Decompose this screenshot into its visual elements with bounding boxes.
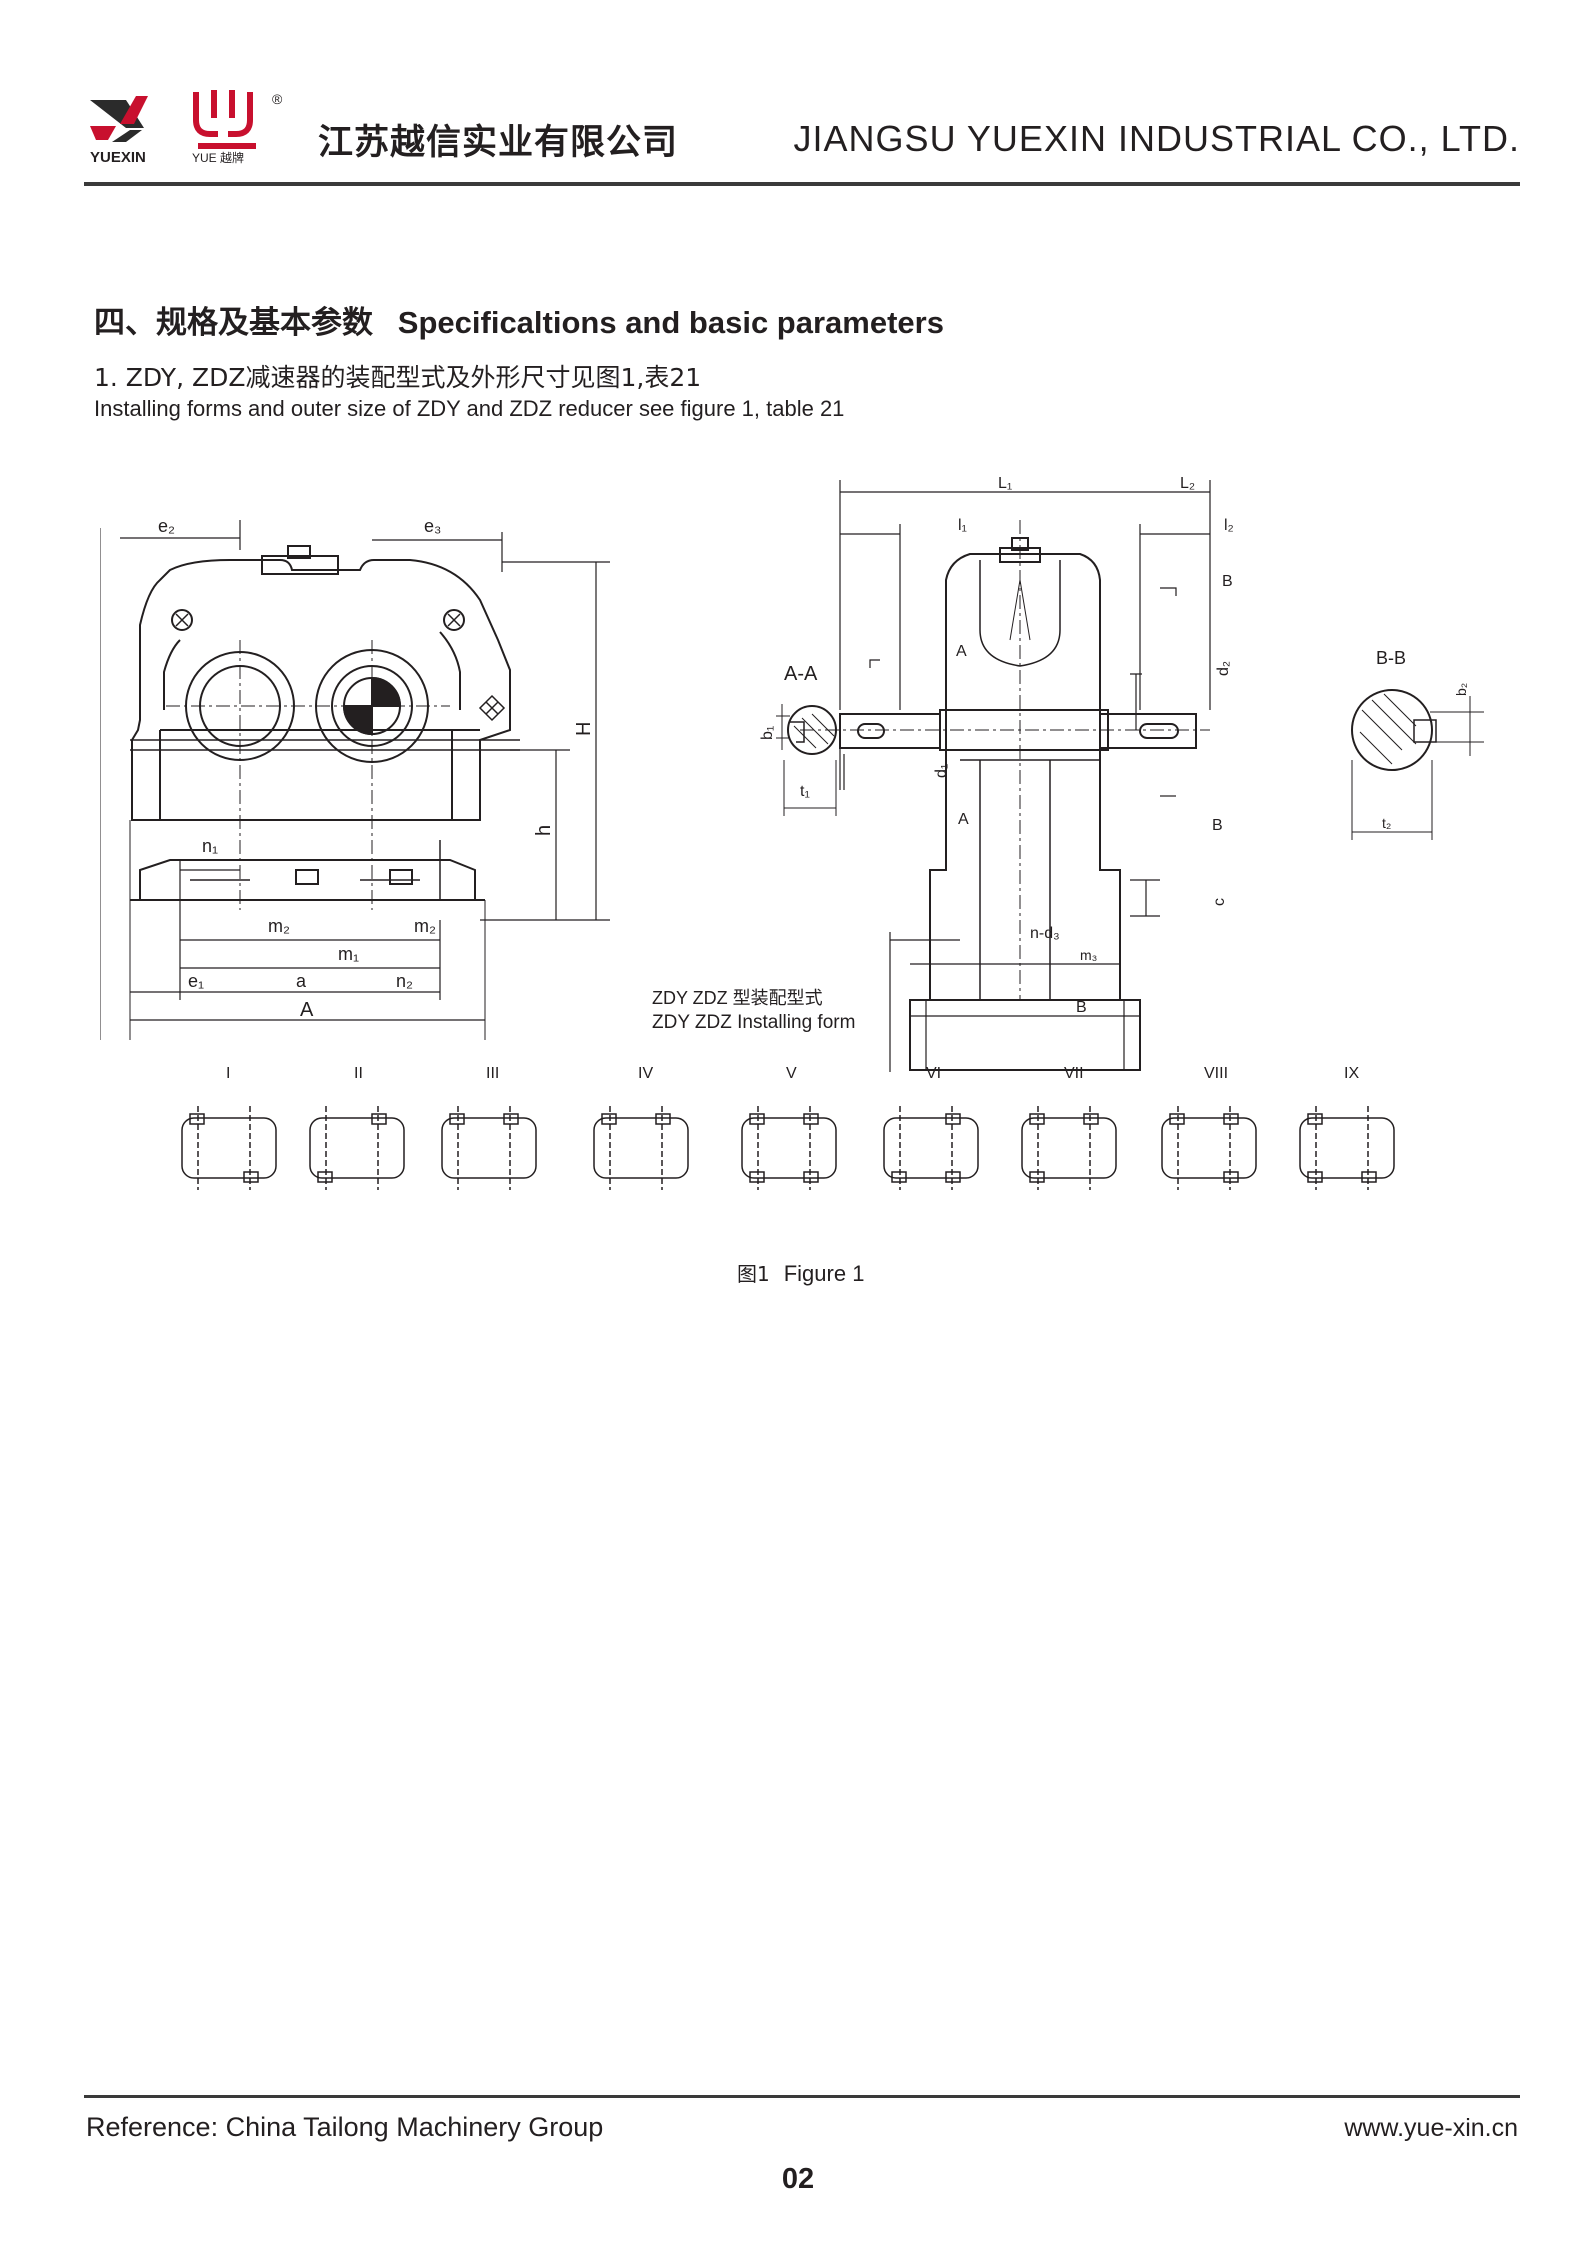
front-view-drawing: e₂ e₃ H h n₁ m₂ m₂ m₁ e₁ a n₂ A	[99, 516, 610, 1040]
yuexin-mark-icon	[90, 96, 148, 142]
label-d2: d₂	[1215, 661, 1232, 676]
svg-text:®: ®	[272, 91, 283, 107]
label-m1: m₁	[338, 944, 359, 964]
section-aa-title: A-A	[784, 663, 818, 685]
logo-text: YUEXIN	[90, 149, 146, 166]
label-c: c	[1211, 898, 1228, 906]
section-bb-title: B-B	[1376, 648, 1406, 668]
footer-reference: Reference: China Tailong Machinery Group	[86, 2112, 604, 2142]
label-m2-right: m₂	[414, 916, 436, 936]
installing-forms-row: I II III IV V	[181, 1065, 1395, 1190]
logo-sub: YUE 越牌	[192, 151, 244, 165]
subheading-cn: 1. ZDY, ZDZ减速器的装配型式及外形尺寸见图1,表21	[94, 363, 702, 392]
form-IX: IX	[1299, 1065, 1395, 1190]
footer-website[interactable]: www.yue-xin.cn	[1344, 2114, 1518, 2142]
label-h: h	[533, 825, 555, 836]
form-V-label: V	[786, 1065, 797, 1082]
yue-brand-icon	[193, 90, 256, 149]
footer-divider	[84, 2095, 1520, 2098]
section-bb-drawing: B-B b₂ t₂	[1351, 648, 1484, 840]
figure-1-drawing: e₂ e₃ H h n₁ m₂ m₂ m₁ e₁ a n₂ A A-A b₁ t…	[99, 460, 1510, 1300]
form-VIII: VIII	[1161, 1065, 1257, 1190]
label-B-top: B	[1222, 573, 1233, 590]
label-A-bottom: A	[958, 811, 969, 828]
section-title: 四、规格及基本参数 Specificaltions and basic para…	[94, 297, 944, 342]
form-IV: IV	[593, 1065, 689, 1190]
form-II: II	[309, 1065, 405, 1190]
section-title-en: Specificaltions and basic parameters	[397, 305, 944, 340]
form-IX-label: IX	[1344, 1065, 1359, 1082]
form-VII: VII	[1021, 1065, 1117, 1190]
figure-caption: 图1 Figure 1	[737, 1258, 864, 1287]
label-A: A	[300, 999, 314, 1021]
subheading-en: Installing forms and outer size of ZDY a…	[94, 396, 845, 421]
side-view-drawing: L₁ L₂ l₁ l₂ B A d₂ d₁ A B c n-d₃ m₃ B	[800, 475, 1234, 1072]
header-divider	[84, 182, 1520, 186]
label-m2-left: m₂	[268, 916, 290, 936]
label-B: B	[1076, 999, 1087, 1016]
label-L2: L₂	[1180, 475, 1195, 492]
label-t2: t₂	[1382, 815, 1391, 831]
install-title-en: ZDY ZDZ Installing form	[652, 1012, 855, 1033]
form-VI: VI	[883, 1065, 979, 1190]
figure-caption-cn: 图1	[737, 1262, 770, 1286]
form-VII-label: VII	[1064, 1065, 1084, 1082]
label-H: H	[573, 722, 595, 736]
form-III-label: III	[486, 1065, 499, 1082]
label-n2: n₂	[396, 971, 413, 991]
form-VI-label: VI	[926, 1065, 941, 1082]
label-b2: b₂	[1453, 683, 1469, 696]
label-l2: l₂	[1224, 517, 1234, 534]
form-V: V	[741, 1065, 837, 1190]
figure-caption-en: Figure 1	[783, 1261, 865, 1286]
label-n-d3: n-d₃	[1030, 925, 1060, 942]
form-IV-label: IV	[638, 1065, 653, 1082]
company-name-en: JIANGSU YUEXIN INDUSTRIAL CO., LTD.	[793, 118, 1520, 159]
label-a: a	[296, 971, 307, 991]
label-e1: e₁	[188, 971, 204, 991]
label-d1: d₁	[933, 764, 950, 778]
label-t1: t₁	[800, 783, 810, 800]
section-aa-drawing: A-A b₁ t₁	[759, 663, 837, 816]
label-B-bottom: B	[1212, 817, 1223, 834]
label-L1: L₁	[998, 475, 1012, 492]
company-logo: YUEXIN ® YUE 越牌	[86, 84, 286, 170]
label-A-top: A	[956, 643, 967, 660]
company-name-cn: 江苏越信实业有限公司	[318, 123, 679, 163]
install-title-cn: ZDY ZDZ 型装配型式	[652, 988, 823, 1008]
label-n1: n₁	[202, 836, 218, 856]
page-number: 02	[781, 2163, 815, 2195]
label-e2: e₂	[158, 516, 175, 536]
label-e3: e₃	[424, 516, 441, 536]
label-b1: b₁	[759, 726, 776, 740]
label-m3: m₃	[1080, 947, 1097, 963]
form-I: I	[181, 1065, 277, 1190]
section-title-cn: 四、规格及基本参数	[94, 305, 373, 341]
label-l1: l₁	[958, 517, 967, 534]
form-VIII-label: VIII	[1204, 1065, 1228, 1082]
form-II-label: II	[354, 1065, 363, 1082]
form-I-label: I	[226, 1065, 230, 1082]
form-III: III	[441, 1065, 537, 1190]
